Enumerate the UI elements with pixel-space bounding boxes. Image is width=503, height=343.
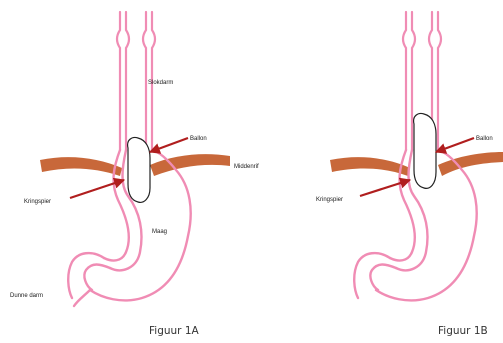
arrow-ballon-1b [436,138,474,152]
label-middenrif: Middenrif [234,164,259,170]
caption-figuur-1a: Figuur 1A [149,325,200,337]
diaphragm-left-shape [40,157,122,176]
diaphragm-right-shape [150,154,230,176]
figure-1b: Ballon Kringspier Figuur 1B [316,12,503,337]
arrow-ballon [150,138,188,152]
label-dunne-darm: Dunne darm [10,293,43,299]
label-slokdarm: Slokdarm [148,80,173,86]
diaphragm-left-shape-1b [330,157,410,176]
label-kringspier-1b: Kringspier [316,197,343,203]
caption-figuur-1b: Figuur 1B [438,325,488,337]
balloon-shape-1b [414,113,436,188]
figure-1a: Slokdarm Ballon Middenrif Kringspier Maa… [10,12,259,337]
balloon-shape [128,137,150,202]
label-maag: Maag [152,229,167,235]
label-ballon: Ballon [190,136,207,142]
label-kringspier: Kringspier [24,199,51,205]
label-ballon-1b: Ballon [476,136,493,142]
